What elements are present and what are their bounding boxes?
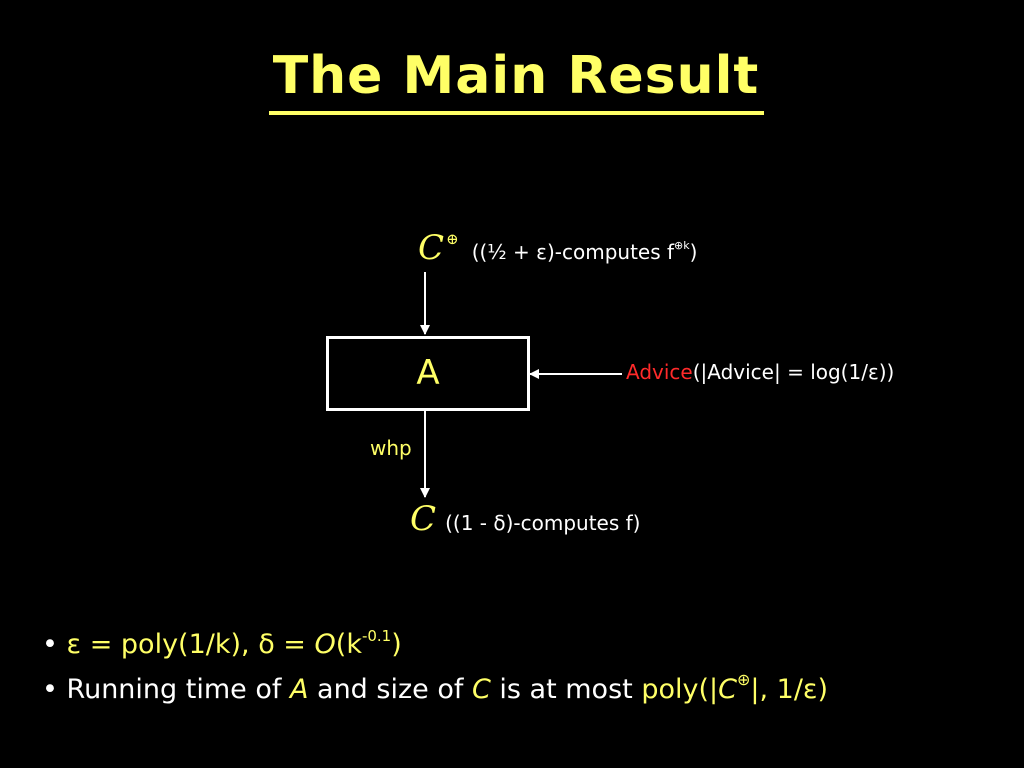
slide-title: The Main Result xyxy=(272,46,760,106)
bullet-list: • ε = poly(1/k), δ = O(k-0.1) • Running … xyxy=(42,624,828,714)
algorithm-box: A xyxy=(326,336,530,411)
bullet-2-poly: poly(|C⊕|, 1/ε) xyxy=(641,670,829,705)
top-node-description: ((½ + ε)-computes f⊕k) xyxy=(471,239,698,264)
advice-label: Advice(|Advice| = log(1/ε)) xyxy=(626,360,894,384)
bullet-1-part1: ε = poly(1/k), δ = xyxy=(66,629,315,660)
algorithm-box-label: A xyxy=(416,353,440,393)
bullet-2-C: C xyxy=(471,674,491,705)
bullet-1-part2: (k xyxy=(335,629,362,660)
bullet-1-text: ε = poly(1/k), δ = O(k-0.1) xyxy=(66,627,402,660)
bullet-2-A: A xyxy=(289,674,309,705)
top-node-oplus: ⊕ xyxy=(446,230,459,248)
edge-label-whp: whp xyxy=(370,436,412,460)
bottom-node-description: ((1 - δ)-computes f) xyxy=(445,511,641,535)
top-node-desc-k: k xyxy=(683,239,690,252)
top-node-desc-prefix: ((½ + ε)-computes f xyxy=(471,240,675,264)
bullet-2-C2: C xyxy=(718,674,737,705)
bottom-node-symbol: C xyxy=(410,499,437,539)
bullet-2-part3: is at most xyxy=(490,674,642,705)
top-node-symbol: C xyxy=(418,228,445,268)
top-node: C⊕ ((½ + ε)-computes f⊕k) xyxy=(418,228,697,268)
bullet-1-big-o: O xyxy=(314,629,336,660)
bullet-item-1: • ε = poly(1/k), δ = O(k-0.1) xyxy=(42,624,828,669)
bullet-2-oplus: ⊕ xyxy=(736,670,751,689)
bullet-marker-1: • xyxy=(42,629,58,660)
top-node-desc-oplus: ⊕ xyxy=(674,239,684,252)
bullet-2-part2: and size of xyxy=(308,674,472,705)
bullet-1-exponent: -0.1 xyxy=(361,627,392,645)
bullet-2-poly-prefix: poly(| xyxy=(641,674,719,705)
bottom-node: C ((1 - δ)-computes f) xyxy=(410,499,640,539)
title-underline xyxy=(269,111,764,115)
bullet-1-part3: ) xyxy=(391,629,402,660)
bullet-2-part1: Running time of xyxy=(66,674,290,705)
bullet-item-2: • Running time of A and size of C is at … xyxy=(42,669,828,714)
advice-detail: (|Advice| = log(1/ε)) xyxy=(692,360,895,384)
bullet-marker-2: • xyxy=(42,674,58,705)
advice-word: Advice xyxy=(626,360,693,384)
top-node-desc-suffix: ) xyxy=(689,240,698,264)
bullet-2-poly-suffix: |, 1/ε) xyxy=(750,674,829,705)
